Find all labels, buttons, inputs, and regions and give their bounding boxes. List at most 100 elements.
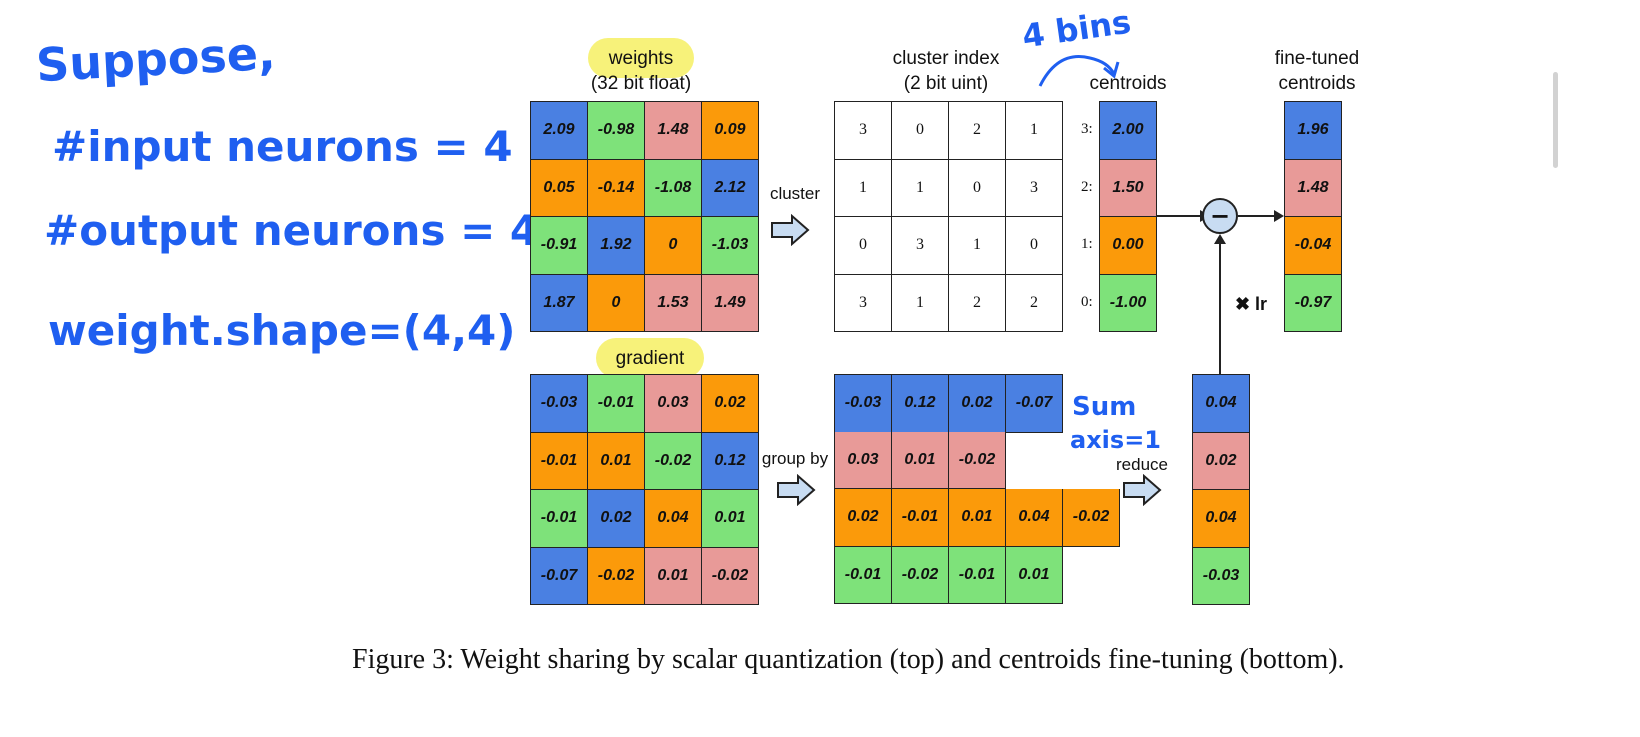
centroid-cell: 0.00 [1100, 217, 1157, 275]
subtract-node-icon: − [1202, 198, 1238, 234]
centroid-cell: 2.00 [1100, 102, 1157, 160]
weight-cell: 0 [588, 274, 645, 332]
learning-rate-label: ✖ lr [1234, 294, 1268, 314]
gradient-cell: -0.02 [588, 547, 645, 605]
cluster-index-cell: 1 [892, 159, 949, 217]
reduced-gradient-cell: 0.02 [1193, 432, 1250, 490]
grouped-gradient-cell: 0.01 [949, 489, 1006, 547]
cluster-index-cell: 3 [835, 274, 892, 332]
gradient-cell: -0.03 [531, 375, 588, 433]
weight-cell: 0.05 [531, 159, 588, 217]
cluster-index-cell: 0 [835, 217, 892, 275]
cluster-index-cell: 2 [1006, 274, 1063, 332]
fine-tuned-centroid-cell: -0.04 [1285, 217, 1342, 275]
handwritten-weight-shape: weight.shape=(4,4) [48, 306, 516, 355]
reduced-gradient-cell: 0.04 [1193, 375, 1250, 433]
figure-caption: Figure 3: Weight sharing by scalar quant… [352, 644, 1345, 675]
fine-tuned-centroid-cell: 1.96 [1285, 102, 1342, 160]
gradient-cell: -0.01 [531, 490, 588, 548]
gradient-cell: 0.02 [588, 490, 645, 548]
grouped-gradient-cell: 0.04 [1006, 489, 1063, 547]
cluster-index-cell: 3 [835, 102, 892, 160]
weight-cell: 2.12 [702, 159, 759, 217]
grouped-gradient-cell: 0.03 [835, 431, 892, 489]
handwritten-sum: Sum [1072, 392, 1137, 422]
grouped-gradient-cell: -0.01 [949, 546, 1006, 604]
weight-cell: 0 [645, 217, 702, 275]
cluster-index-cell: 0 [949, 159, 1006, 217]
group-by-arrow-icon [777, 474, 816, 506]
grouped-gradient-cell: 0.02 [835, 489, 892, 547]
grouped-gradient-cell: -0.02 [892, 546, 949, 604]
group-by-step-label: group by [761, 449, 829, 468]
gradient-cell: -0.01 [588, 375, 645, 433]
cluster-index-cell: 3 [892, 217, 949, 275]
weight-cell: 2.09 [531, 102, 588, 160]
cluster-index-cell: 2 [949, 274, 1006, 332]
cluster-index-sublabel: (2 bit uint) [903, 73, 989, 94]
fine-tuned-label: fine-tuned [1274, 48, 1360, 69]
cluster-index-label: cluster index [892, 48, 1000, 69]
cluster-index-cell: 0 [1006, 217, 1063, 275]
cluster-arrow-icon [771, 214, 810, 246]
grouped-gradient-cell: -0.02 [949, 431, 1006, 489]
centroid-index-label: 3: [1081, 121, 1093, 137]
gradient-cell: 0.01 [645, 547, 702, 605]
weight-cell: 0.09 [702, 102, 759, 160]
reduced-gradient-cell: -0.03 [1193, 547, 1250, 605]
weight-cell: -0.91 [531, 217, 588, 275]
centroid-cell: -1.00 [1100, 274, 1157, 332]
handwritten-input-neurons: #input neurons = 4 [52, 122, 513, 171]
weights-highlight [588, 38, 694, 78]
centroid-index-label: 0: [1081, 293, 1093, 310]
reduce-arrow-icon [1123, 474, 1162, 506]
grouped-gradient-cell: -0.01 [892, 489, 949, 547]
gradient-cell: 0.01 [702, 490, 759, 548]
cluster-index-cell: 0 [892, 102, 949, 160]
cluster-index-cell: 1 [1006, 102, 1063, 160]
weights-sublabel: (32 bit float) [590, 73, 692, 94]
scrollbar[interactable] [1553, 72, 1558, 168]
grouped-gradient-cell: -0.03 [835, 375, 892, 433]
fine-tune-arrows [1156, 210, 1284, 375]
cluster-step-label: cluster [769, 184, 821, 203]
handwritten-output-neurons: #output neurons = 4 [44, 206, 540, 255]
grouped-gradient-cell: 0.01 [1006, 546, 1063, 604]
gradient-cell: 0.02 [702, 375, 759, 433]
cluster-index-cell: 3 [1006, 159, 1063, 217]
fine-tuned-sublabel: centroids [1278, 73, 1356, 94]
gradient-cell: 0.03 [645, 375, 702, 433]
gradient-cell: -0.07 [531, 547, 588, 605]
reduce-step-label: reduce [1116, 455, 1168, 474]
centroid-index-label: 1: [1081, 236, 1093, 252]
grouped-gradient-cell: 0.02 [949, 375, 1006, 433]
cluster-index-cell: 1 [892, 274, 949, 332]
grouped-gradient-cell: -0.01 [835, 546, 892, 604]
grouped-gradient-cell: -0.07 [1006, 375, 1063, 433]
bins-curved-arrow-icon [1038, 55, 1120, 87]
gradient-cell: 0.04 [645, 490, 702, 548]
cluster-index-cell: 1 [835, 159, 892, 217]
gradient-cell: -0.02 [645, 432, 702, 490]
weight-cell: -1.03 [702, 217, 759, 275]
cluster-index-cell: 1 [949, 217, 1006, 275]
weight-cell: -0.98 [588, 102, 645, 160]
gradient-label: gradient [615, 348, 685, 369]
weight-cell: 1.92 [588, 217, 645, 275]
fine-tuned-centroid-cell: 1.48 [1285, 159, 1342, 217]
handwritten-suppose: Suppose, [34, 25, 277, 93]
reduced-gradient-cell: 0.04 [1193, 490, 1250, 548]
fine-tuned-centroid-cell: -0.97 [1285, 274, 1342, 332]
gradient-cell: 0.12 [702, 432, 759, 490]
gradient-highlight [596, 338, 704, 378]
gradient-cell: 0.01 [588, 432, 645, 490]
grouped-gradient-cell: 0.01 [892, 431, 949, 489]
centroids-label: centroids [1089, 73, 1167, 94]
